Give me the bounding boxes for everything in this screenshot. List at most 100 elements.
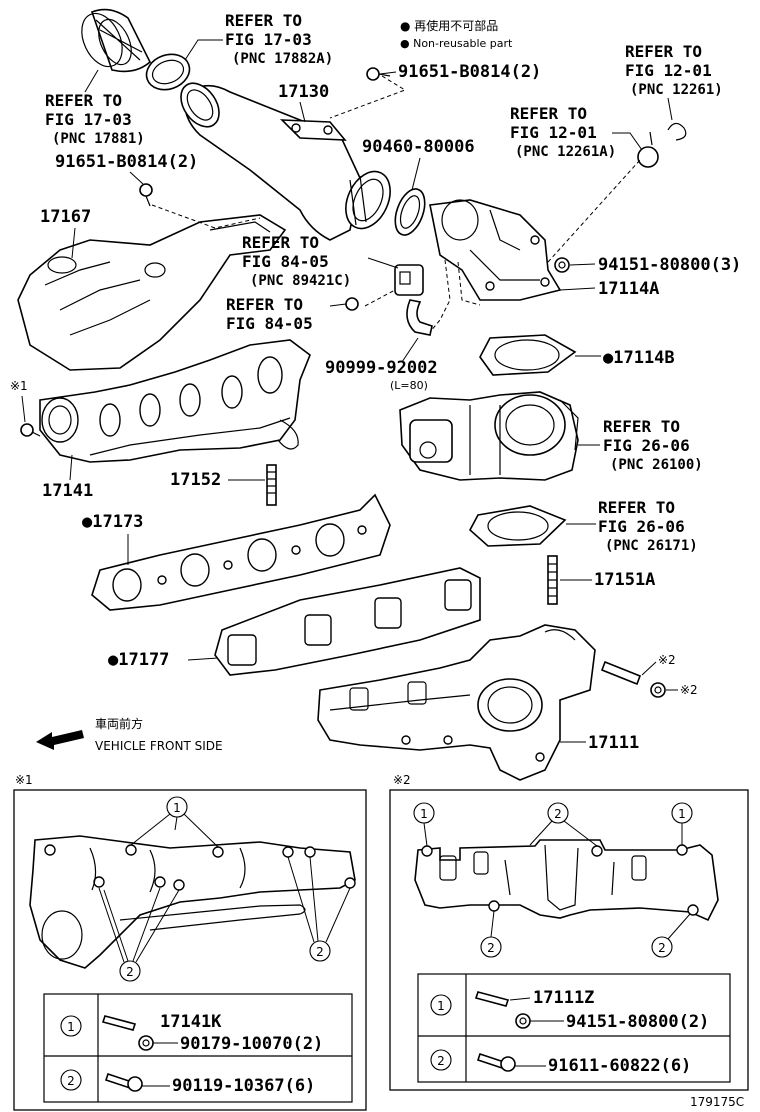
hose-clamp-illustration [145,53,191,91]
ref-17-03-a-line1: REFER TO [225,11,302,30]
inset2-table [417,973,731,1083]
inset2-table-row2-marker: 2 [430,1049,452,1071]
part-94151: 94151-80800(3) [598,255,741,275]
part-90999-length: (L=80) [390,379,428,392]
bolt-illustration-x1 [20,423,41,437]
inset2-callout-2-bottom-left: 2 [480,910,502,958]
ref-84-05-a-line3: (PNC 89421C) [250,273,351,289]
gasket-26171-illustration [468,505,567,547]
ref-84-05-a-line2: FIG 84-05 [242,252,329,271]
svg-text:1: 1 [420,807,428,821]
bolt-illustration-91651-top [366,67,391,81]
nut-icon-90179 [138,1035,154,1051]
bolt-icon-91611 [476,1052,516,1072]
ref-12-01-a-line2: FIG 12-01 [625,61,712,80]
part-17173: ●17173 [82,512,143,532]
part-17114a: 17114A [598,279,659,299]
inset2-frame [389,789,749,1091]
inset2-callout-2-bottom-right: 2 [651,913,691,958]
stud-illustration-17152 [266,464,277,506]
exhaust-manifold-illustration [39,339,311,463]
note-x2-nut: ※2 [680,683,698,697]
svg-text:2: 2 [487,941,495,955]
svg-text:2: 2 [126,965,134,979]
svg-text:2: 2 [437,1054,445,1068]
gasket-17173-illustration [91,493,391,611]
ref-12-01-b-line2: FIG 12-01 [510,123,597,142]
ref-12-01-b-line3: (PNC 12261A) [515,144,616,160]
inset2-manifold-illustration [414,839,719,922]
part-17111: 17111 [588,733,639,753]
inset2-table-row1-marker: 1 [430,994,452,1016]
nut-icon-94151 [515,1013,531,1029]
legend-non-reusable-jp: ● 再使用不可部品 [400,18,498,33]
throttle-body-illustration [399,391,579,481]
screw-illustration [345,297,359,311]
clip-illustration [637,122,687,168]
ref-17-03-a-line2: FIG 17-03 [225,30,312,49]
svg-text:2: 2 [67,1074,75,1088]
ref-84-05-b-line2: FIG 84-05 [226,314,313,333]
table2-part-91611: 91611-60822(6) [548,1056,691,1076]
part-17177: ●17177 [108,650,169,670]
inset1-callout-2-left: 2 [98,887,180,982]
inset1-table [43,993,353,1103]
svg-text:2: 2 [554,807,562,821]
inset1-table-row2-marker: 2 [60,1069,82,1091]
part-17130: 17130 [278,82,329,102]
legend-non-reusable-en: ● Non-reusable part [400,37,513,50]
ref-12-01-b-line1: REFER TO [510,104,587,123]
gasket-17177-illustration [214,567,481,676]
inset2-title: ※2 [393,773,411,787]
table2-part-94151: 94151-80800(2) [566,1012,709,1032]
inset1-manifold-illustration [29,835,356,969]
air-hose-illustration [81,8,151,73]
front-label-jp: 車両前方 [95,716,143,731]
note-x1-marker: ※1 [10,379,28,393]
intake-connector-illustration [429,199,562,301]
ref-26-06-b-line2: FIG 26-06 [598,517,685,536]
ref-84-05-a-line1: REFER TO [242,233,319,252]
inset1-title: ※1 [15,773,33,787]
part-91651-a: 91651-B0814(2) [398,62,541,82]
note-x2-stud: ※2 [658,653,676,667]
ref-26-06-a-line3: (PNC 26100) [610,457,703,473]
vacuum-hose-illustration [406,299,433,336]
table2-part-17111z: 17111Z [533,988,594,1008]
bolt-illustration-91651-left [139,183,153,207]
part-17141: 17141 [42,481,93,501]
svg-text:1: 1 [437,999,445,1013]
ref-17-03-b-line3: (PNC 17881) [52,131,145,147]
ref-12-01-a-line3: (PNC 12261) [630,82,723,98]
ref-26-06-a-line2: FIG 26-06 [603,436,690,455]
ref-12-01-a-line1: REFER TO [625,42,702,61]
stud-illustration-x2 [600,660,642,686]
inset2-callout-1-right: 1 [671,802,693,845]
ref-26-06-b-line1: REFER TO [598,498,675,517]
intake-pipe-illustration [180,82,391,241]
part-90460: 90460-80006 [362,137,475,157]
ref-84-05-b-line1: REFER TO [226,295,303,314]
part-90999: 90999-92002 [325,358,438,378]
nut-illustration-94151 [554,257,570,273]
table1-part-17141k: 17141K [160,1012,222,1032]
ref-26-06-b-line3: (PNC 26171) [605,538,698,554]
svg-text:2: 2 [658,941,666,955]
part-91651-b: 91651-B0814(2) [55,152,198,172]
ref-17-03-b-line1: REFER TO [45,91,122,110]
svg-text:2: 2 [316,945,324,959]
ref-26-06-a-line1: REFER TO [603,417,680,436]
stud-icon-17111z [474,991,510,1007]
inset1-callout-1: 1 [130,796,219,848]
inset2-callout-2-top: 2 [529,802,598,847]
svg-text:1: 1 [67,1020,75,1034]
table1-part-90119: 90119-10367(6) [172,1076,315,1096]
inset2-callout-1-left: 1 [413,802,435,847]
inset1-frame [13,789,367,1111]
sensor-illustration [394,264,424,296]
nut-illustration-x2 [650,682,666,698]
figure-code: 179175C [690,1095,744,1109]
front-label-en: VEHICLE FRONT SIDE [95,739,223,753]
ref-17-03-a-line3: (PNC 17882A) [232,51,333,67]
